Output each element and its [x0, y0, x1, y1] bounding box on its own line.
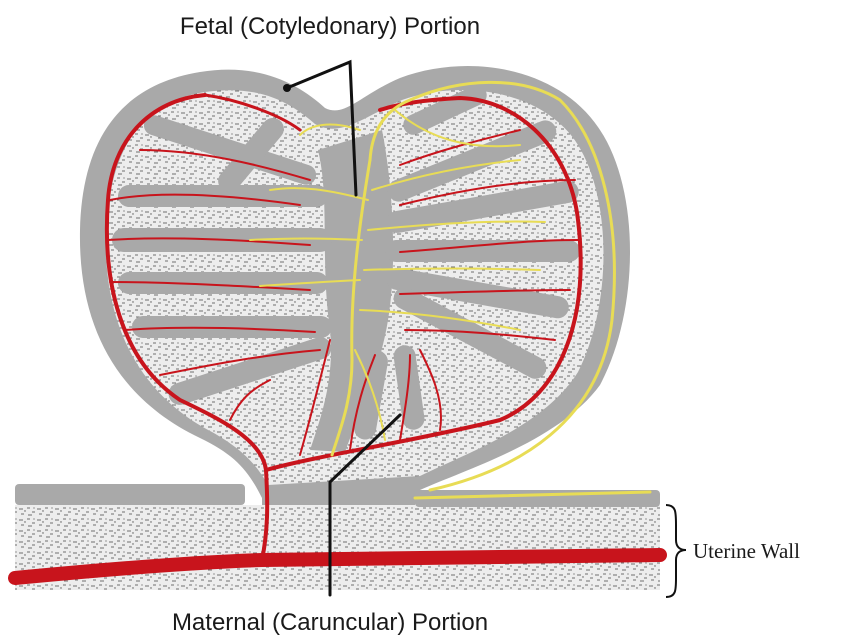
fetal-portion-label: Fetal (Cotyledonary) Portion [180, 13, 480, 40]
fetal-leader-dot [283, 84, 291, 92]
uterine-wall-bracket [666, 505, 686, 597]
uterine-wall-label: Uterine Wall [693, 539, 800, 563]
maternal-portion-label: Maternal (Caruncular) Portion [172, 609, 488, 636]
